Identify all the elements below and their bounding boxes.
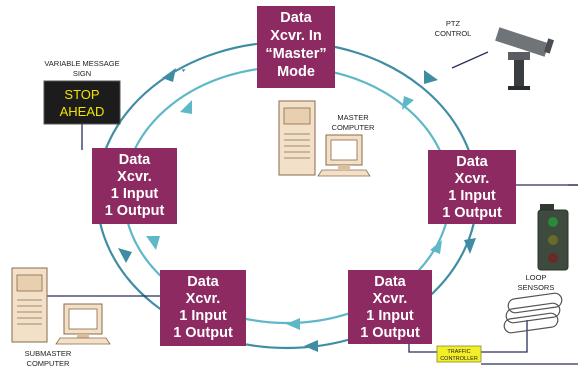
submaster-computer-label-line: COMPUTER (27, 359, 71, 368)
node-line: 1 Input (448, 188, 496, 204)
node-right: Data Xcvr. 1 Input 1 Output (428, 150, 516, 224)
variable-message-sign-icon: STOP AHEAD (43, 80, 121, 125)
node-line: 1 Output (360, 325, 420, 341)
ptz-camera-icon (495, 27, 555, 90)
ring-arrow-icon (162, 68, 176, 82)
submaster-computer-label-line: SUBMASTER (25, 349, 72, 358)
node-left: Data Xcvr. 1 Input 1 Output (92, 148, 177, 224)
node-line: Data (280, 10, 312, 26)
node-line: 1 Input (366, 308, 414, 324)
outer-ring-arrows (118, 68, 476, 352)
node-line: Xcvr. (455, 171, 490, 187)
traffic-controller: TRAFFIC CONTROLLER (436, 345, 482, 363)
ring-arrow-icon (304, 340, 318, 352)
ptz-control: PTZ CONTROL (435, 19, 555, 90)
traffic-controller-label-line: CONTROLLER (440, 356, 478, 362)
ring-arrow-icon (146, 236, 160, 250)
node-line: Xcvr. (117, 169, 152, 185)
submaster-computer: SUBMASTER COMPUTER (11, 267, 111, 368)
master-computer-label-line: MASTER (337, 113, 369, 122)
ring-arrow-icon (464, 238, 476, 254)
node-line: 1 Output (173, 325, 233, 341)
node-line: Mode (277, 64, 315, 80)
node-bottom-left: Data Xcvr. 1 Input 1 Output (160, 270, 246, 346)
node-line: 1 Output (442, 205, 502, 221)
loop-sensors-icon (503, 292, 563, 334)
variable-message-sign: VARIABLE MESSAGE SIGN STOP AHEAD (43, 59, 121, 125)
node-line: Data (374, 274, 406, 290)
node-line: 1 Input (111, 186, 159, 202)
node-line: Xcvr. (186, 291, 221, 307)
traffic-signal-icon (537, 184, 578, 271)
inner-ring-arrows (146, 96, 442, 330)
ring-arrow-icon (286, 318, 300, 330)
node-line: “Master” (265, 46, 326, 62)
loop-sensors-label-line: LOOP (526, 273, 547, 282)
ring-arrow-icon (424, 70, 438, 84)
ring-arrow-icon (180, 100, 192, 114)
traffic-controller-label-line: TRAFFIC (447, 349, 470, 355)
node-line: Data (456, 154, 488, 170)
node-line: Xcvr. (373, 291, 408, 307)
master-computer-label-line: COMPUTER (332, 123, 376, 132)
ring-arrow-icon (430, 240, 442, 254)
ring-arrow-icon (118, 248, 132, 263)
loop-sensors: LOOP SENSORS (503, 273, 563, 334)
node-line: Data (187, 274, 219, 290)
ptz-label-line: CONTROL (435, 29, 472, 38)
node-line: 1 Input (179, 308, 227, 324)
master-computer: MASTER COMPUTER (278, 100, 376, 177)
sign-message-line: STOP (64, 87, 99, 102)
loop-sensors-label-line: SENSORS (518, 283, 555, 292)
submaster-computer-icon (11, 267, 111, 345)
node-line: Xcvr. In (270, 28, 322, 44)
node-bottom-right: Data Xcvr. 1 Input 1 Output (348, 270, 432, 344)
vms-label-line: SIGN (73, 69, 91, 78)
sign-message-line: AHEAD (60, 104, 105, 119)
node-master: Data Xcvr. In “Master” Mode (257, 6, 335, 88)
node-line: Data (119, 152, 151, 168)
master-computer-icon (278, 100, 371, 177)
ring-arrow-icon (402, 96, 414, 110)
vms-label-line: VARIABLE MESSAGE (44, 59, 119, 68)
node-line: 1 Output (105, 203, 165, 219)
ptz-label-line: PTZ (446, 19, 461, 28)
